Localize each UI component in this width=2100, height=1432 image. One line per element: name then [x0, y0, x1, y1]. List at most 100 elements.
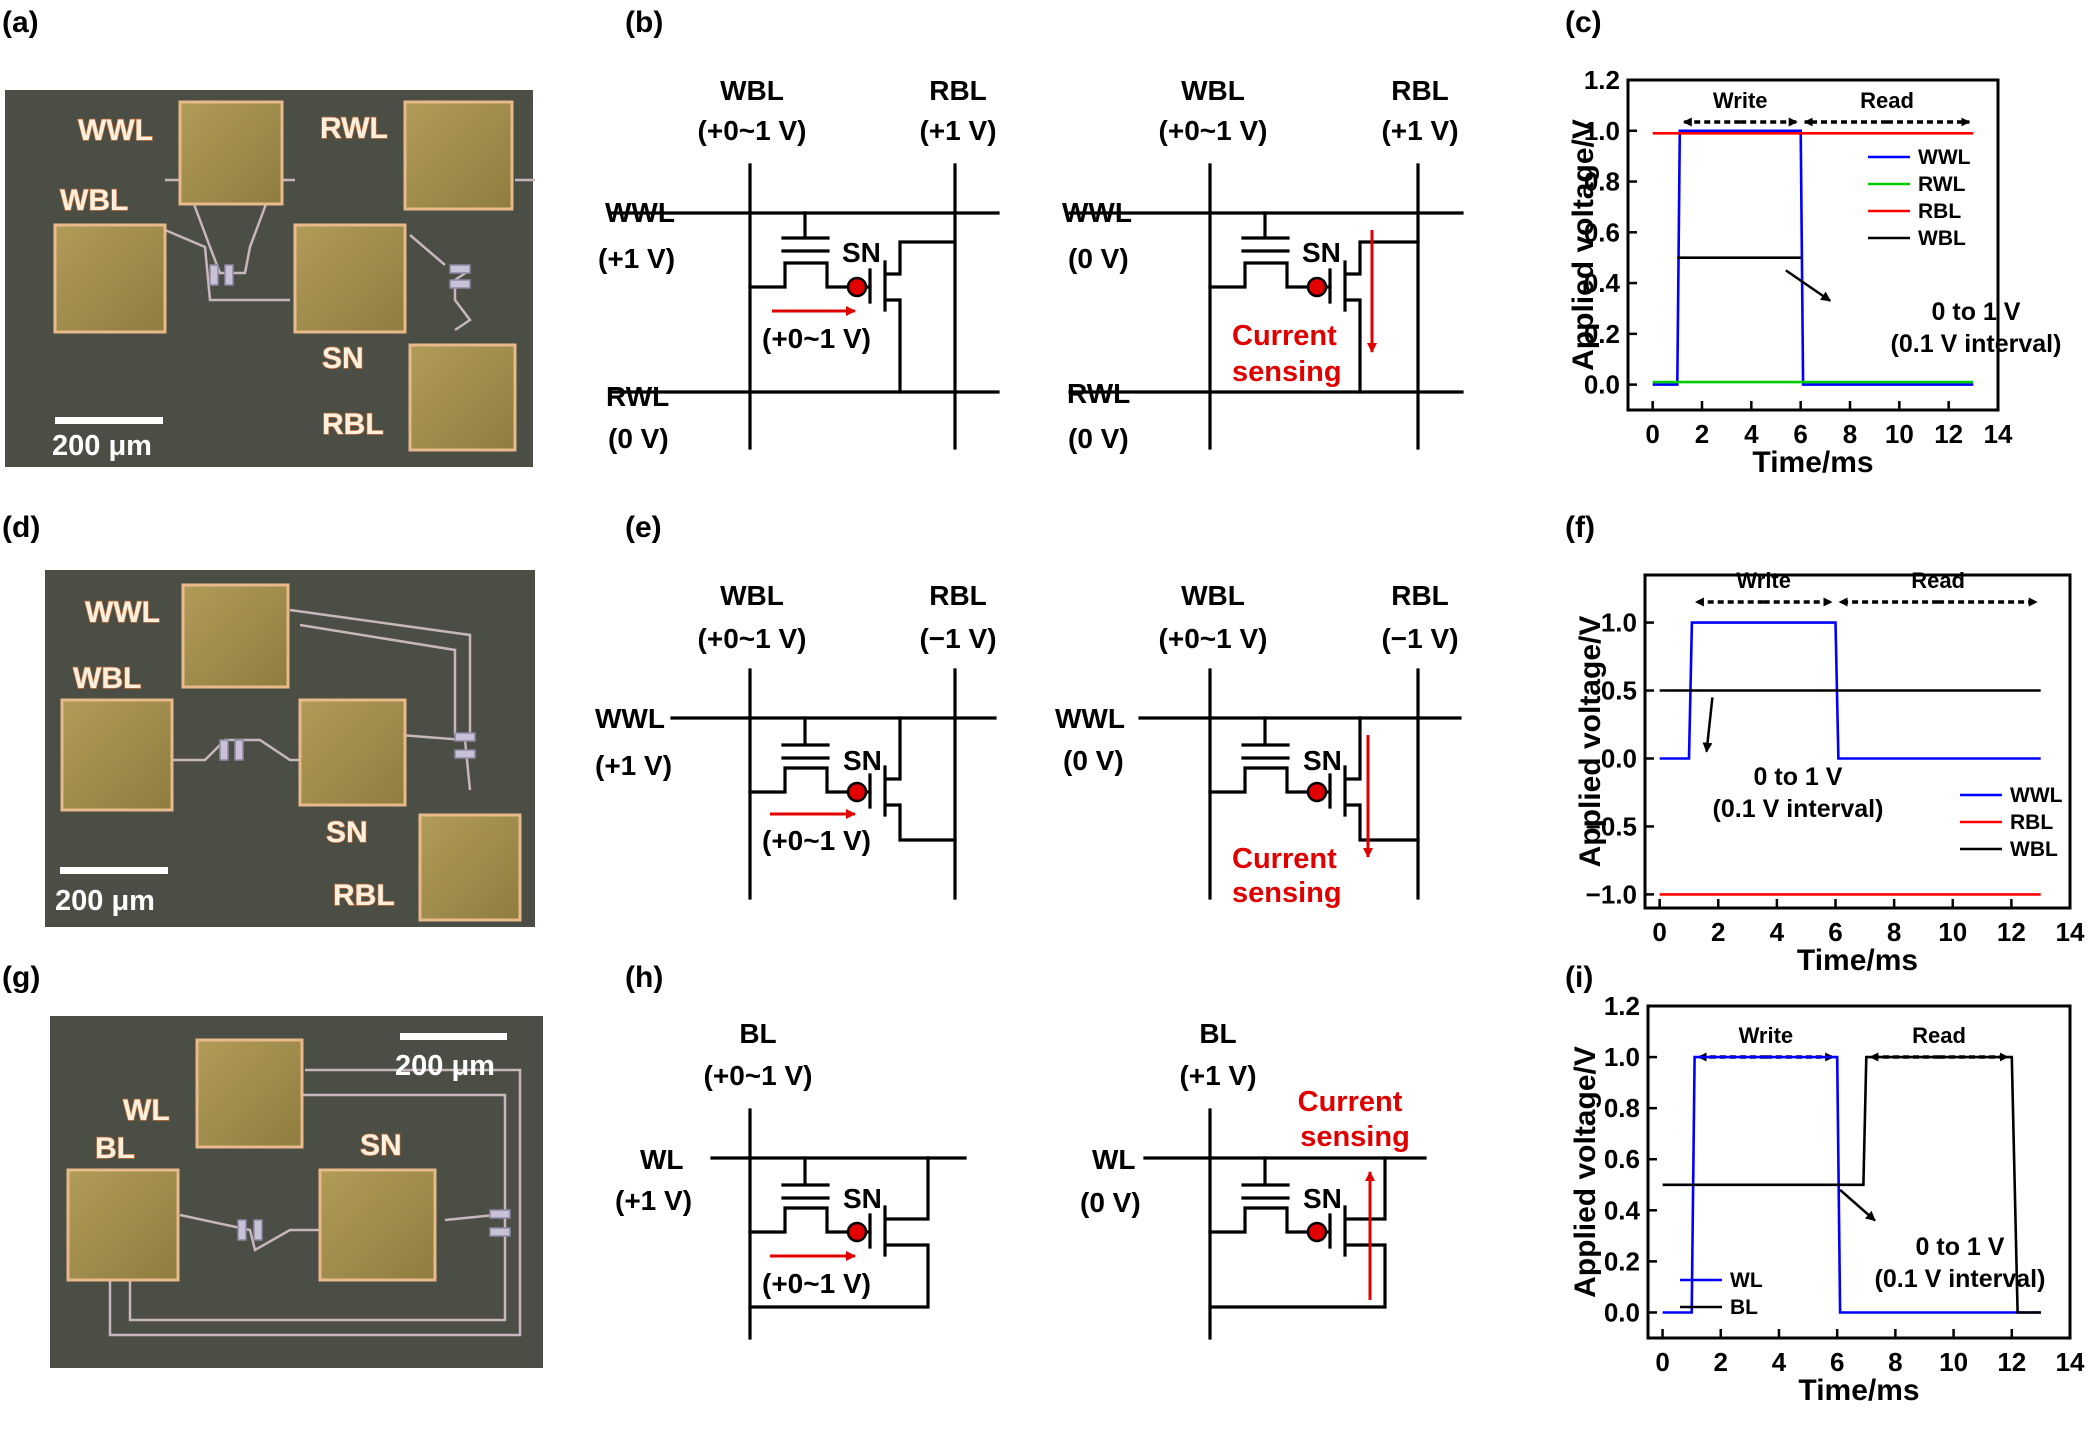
- sn-label: SN: [843, 745, 882, 776]
- read-transistor: [868, 240, 957, 394]
- col1-label: BL: [739, 1018, 776, 1049]
- storage-node-dot: [846, 276, 868, 298]
- y-axis-label: Applied voltage/V: [1567, 119, 1600, 371]
- x-tick-label: 14: [1984, 419, 2013, 449]
- micrograph-a: WWL RWL WBL SN RBL 200 μm: [5, 90, 535, 467]
- annotation-line2: (0.1 V interval): [1713, 795, 1884, 823]
- write-transistor: [1208, 211, 1332, 289]
- arrow-voltage: (+0~1 V): [762, 323, 871, 354]
- col2-voltage: (−1 V): [919, 623, 996, 654]
- read-phase-label: Read: [1860, 88, 1914, 113]
- y-tick-label: 0.5: [1601, 676, 1637, 706]
- x-tick-label: 8: [1843, 419, 1857, 449]
- write-phase-label: Write: [1739, 1023, 1794, 1048]
- y-tick-label: 0.0: [1584, 370, 1620, 400]
- col1-label: WBL: [720, 580, 784, 611]
- storage-node-dot: [846, 1221, 868, 1243]
- current-sensing-line1: Current: [1298, 1086, 1403, 1118]
- x-tick-label: 6: [1828, 917, 1842, 947]
- x-tick-label: 10: [1938, 917, 1967, 947]
- row1-voltage: (0 V): [1080, 1187, 1141, 1218]
- series-line-wl: [1662, 1055, 2041, 1314]
- y-tick-label: 0.8: [1584, 167, 1620, 197]
- current-sensing-line2: sensing: [1232, 356, 1342, 388]
- write-phase-label: Write: [1713, 88, 1768, 113]
- micrograph-d: WWL WBL SN RBL 200 μm: [45, 570, 535, 927]
- plot-frame: [1646, 1004, 2072, 1340]
- sn-label: SN: [842, 237, 881, 268]
- x-tick-label: 10: [1885, 419, 1914, 449]
- series-line-bl: [1662, 1055, 2041, 1314]
- sn-label: SN: [843, 1183, 882, 1214]
- col1-label: WBL: [720, 75, 784, 106]
- y-tick-label: 0.4: [1604, 1195, 1641, 1225]
- plot-frame: [1626, 78, 2000, 412]
- sn-label: SN: [1303, 745, 1342, 776]
- row1-voltage: (+1 V): [595, 750, 672, 781]
- storage-node-dot: [846, 781, 868, 803]
- row2-label: RWL: [606, 381, 669, 412]
- storage-node-dot: [1306, 781, 1328, 803]
- annotation-arrow: [1839, 1188, 1876, 1222]
- x-tick-label: 2: [1711, 917, 1725, 947]
- y-tick-label: 0.2: [1584, 319, 1620, 349]
- legend-label: WBL: [2010, 838, 2058, 861]
- storage-node-dot: [1306, 276, 1328, 298]
- annotation-arrow: [1785, 269, 1832, 302]
- label-wbl: WBL: [60, 184, 128, 217]
- write-transistor: [748, 1156, 872, 1234]
- panel-label-h: (h): [625, 961, 663, 994]
- storage-node-dot: [1306, 1221, 1328, 1243]
- col1-label: WBL: [1181, 75, 1245, 106]
- row2-voltage: (0 V): [608, 423, 669, 454]
- row1-label: WWL: [595, 703, 665, 734]
- col2-voltage: (+1 V): [919, 115, 996, 146]
- col2-label: RBL: [929, 580, 987, 611]
- plot-frame: [1643, 573, 2072, 910]
- series-line-wwl: [1659, 621, 2041, 760]
- col2-label: RBL: [929, 75, 987, 106]
- read-transistor: [1328, 240, 1420, 394]
- x-tick-label: 0: [1652, 917, 1666, 947]
- legend-label: RBL: [2010, 811, 2053, 834]
- write-phase-label: Write: [1736, 568, 1791, 593]
- y-tick-label: 0.6: [1604, 1144, 1640, 1174]
- circuit-b-read: WBL (+0~1 V) RBL (+1 V) WWL (0 V) RWL (0…: [1062, 75, 1464, 454]
- col2-voltage: (−1 V): [1381, 623, 1458, 654]
- col1-voltage: (+0~1 V): [698, 115, 807, 146]
- label-wl: WL: [123, 1094, 170, 1127]
- read-phase-label: Read: [1911, 568, 1965, 593]
- panel-label-e: (e): [625, 511, 662, 544]
- x-axis-label: Time/ms: [1752, 446, 1873, 479]
- label-bl: BL: [95, 1132, 135, 1165]
- panel-label-i: (i): [1565, 961, 1593, 994]
- label-rbl: RBL: [333, 879, 395, 912]
- sn-label: SN: [1303, 1183, 1342, 1214]
- panel-label-g: (g): [2, 961, 40, 994]
- panel-label-d: (d): [2, 511, 40, 544]
- current-sensing-line2: sensing: [1300, 1121, 1410, 1153]
- panel-label-a: (a): [2, 6, 39, 39]
- legend-label: WWL: [2010, 784, 2063, 807]
- row2-voltage: (0 V): [1068, 423, 1129, 454]
- x-tick-label: 0: [1655, 1347, 1669, 1377]
- panel-label-b: (b): [625, 6, 663, 39]
- y-axis-label: Applied voltage/V: [1569, 1046, 1602, 1298]
- read-transistor: [748, 1156, 930, 1309]
- col1-voltage: (+0~1 V): [1159, 623, 1268, 654]
- scale-bar: [400, 1033, 507, 1040]
- x-tick-label: 6: [1830, 1347, 1844, 1377]
- x-tick-label: 12: [1934, 419, 1963, 449]
- y-axis-label: Applied voltage/V: [1574, 616, 1607, 868]
- current-sensing-line1: Current: [1232, 320, 1337, 352]
- read-transistor: [1328, 716, 1420, 842]
- x-tick-label: 10: [1939, 1347, 1968, 1377]
- annotation-arrow: [1702, 697, 1714, 753]
- x-axis-label: Time/ms: [1797, 944, 1918, 977]
- circuit-e-write: WBL (+0~1 V) RBL (−1 V) WWL (+1 V) SN (+…: [595, 580, 997, 900]
- annotation-line1: 0 to 1 V: [1916, 1233, 2005, 1261]
- x-tick-label: 4: [1744, 419, 1759, 449]
- x-tick-label: 12: [1997, 1347, 2026, 1377]
- col1-label: BL: [1199, 1018, 1236, 1049]
